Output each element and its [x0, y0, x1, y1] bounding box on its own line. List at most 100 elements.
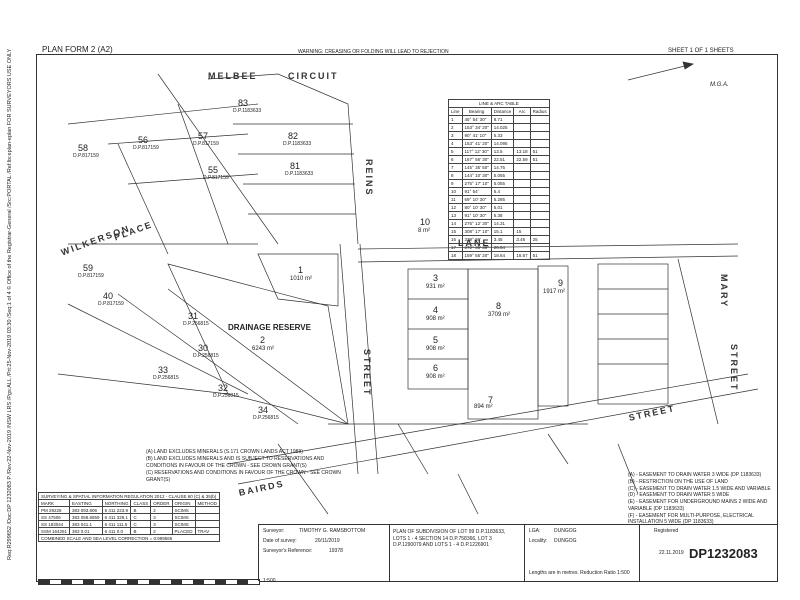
dp-lot: 83	[238, 98, 249, 108]
arc-cell: 3.45	[490, 235, 515, 244]
reserve-area: 6243 m²	[252, 346, 275, 352]
survey-cell: 6 411 0.0	[101, 527, 132, 535]
survey-cell: C	[130, 513, 152, 521]
arc-cell: 22.51	[490, 155, 515, 164]
arc-cell: 153° 41' 20"	[461, 139, 492, 148]
arc-cell	[513, 179, 531, 188]
arc-cell: 1	[448, 115, 463, 124]
dp-ref: D.P.256815	[213, 393, 239, 399]
arc-cell: 91° 54'	[461, 187, 492, 196]
arc-cell: 6	[448, 155, 463, 164]
arc-cell: 5.01	[490, 203, 515, 212]
arc-cell: 69° 10' 30"	[461, 195, 492, 204]
survey-cell: 6 411 111.5	[101, 520, 132, 528]
survey-cell: 6 411 329.1	[101, 513, 132, 521]
arc-cell: 2	[448, 123, 463, 132]
arc-cell: 14.025	[490, 123, 515, 132]
dp-ref: D.P.1183633	[285, 171, 314, 177]
title-block: Surveyor: TIMOTHY G. RAMSBOTTOM Date of …	[258, 524, 777, 581]
dp-lot: 33	[158, 365, 169, 375]
registered-label: Registered	[654, 528, 679, 534]
dp-ref: D.P.256815	[253, 415, 279, 421]
arc-cell: 5.33	[490, 131, 515, 140]
arc-cell: 14.75	[490, 163, 515, 172]
arc-cell: 8	[448, 171, 463, 180]
arc-cell: 5.055	[490, 171, 515, 180]
ref-label: Surveyor's Reference:	[263, 548, 313, 554]
arc-header: Arc	[513, 107, 531, 116]
arc-header: Radius	[529, 107, 550, 116]
lot-7-area: 894 m²	[474, 404, 493, 410]
survey-cell: 383 093.806	[69, 506, 103, 514]
arc-cell: 10	[448, 187, 463, 196]
note-item: (A) LAND EXCLUDES MINERALS (S.171 CROWN …	[146, 449, 303, 455]
arc-cell: 12	[448, 203, 463, 212]
arc-cell: 16	[448, 235, 463, 244]
arc-cell: 51	[529, 147, 550, 156]
arc-cell: 5	[448, 147, 463, 156]
lot-9-area: 1917 m²	[543, 289, 566, 295]
lot-5-number: 5	[433, 335, 439, 345]
arc-cell: 308° 17' 10"	[461, 227, 492, 236]
street-reins-lower: STREET	[362, 349, 372, 397]
dp-lot: 81	[290, 161, 301, 171]
lot-4-area: 908 m²	[426, 316, 445, 322]
survey-cell: 383 041.1	[69, 520, 103, 528]
survey-header: NORTHING	[101, 499, 132, 507]
survey-cell: 6 411 223.9	[101, 506, 132, 514]
lot-8-area: 3709 m²	[488, 312, 511, 318]
arc-cell: 159° 55' 20"	[461, 251, 492, 260]
survey-header: EASTING	[69, 499, 103, 507]
street-reins: REINS	[364, 159, 374, 197]
title-divider	[389, 525, 390, 581]
plan-linework	[57, 61, 759, 515]
reserve-number: 2	[260, 335, 266, 345]
survey-cell	[194, 513, 221, 521]
warning-text: WARNING: CREASING OR FOLDING WILL LEAD T…	[298, 49, 449, 55]
dp-ref: D.P.817159	[133, 145, 159, 151]
arc-cell: 14.31	[490, 219, 515, 228]
arc-cell	[513, 203, 531, 212]
note-item: (C) RESERVATIONS AND CONDITIONS IN FAVOU…	[146, 470, 341, 483]
dp-ref: D.P.817159	[73, 153, 99, 159]
arc-cell: 26.64	[490, 243, 515, 252]
arc-cell	[529, 171, 550, 180]
arc-cell: 272° 35' 30"	[461, 243, 492, 252]
scale-bar	[38, 579, 260, 585]
survey-cell: TRAV	[194, 527, 221, 535]
dp-lot: 40	[103, 291, 114, 301]
arc-cell: 11	[448, 195, 463, 204]
arc-cell: 3.46	[513, 235, 531, 244]
arc-cell: 167° 56' 30"	[461, 155, 492, 164]
title-divider	[524, 525, 525, 581]
lot-8-number: 8	[496, 301, 502, 311]
dp-ref: D.P.817159	[193, 141, 219, 147]
arc-cell: 25	[529, 235, 550, 244]
arc-cell: 45° 54' 30"	[461, 115, 492, 124]
survey-cell: SSM 164251	[37, 527, 71, 535]
arc-cell: 8.71	[490, 115, 515, 124]
arc-header: Distance	[490, 107, 515, 116]
lot-10-number: 10	[420, 217, 431, 227]
date-label: Date of survey:	[263, 538, 297, 544]
dp-lot: 82	[288, 131, 299, 141]
arc-cell: 275° 12' 30"	[461, 219, 492, 228]
survey-cell: PLACED	[171, 527, 196, 535]
dp-lot: 55	[208, 165, 219, 175]
arc-cell	[513, 187, 531, 196]
title-divider	[639, 525, 640, 581]
lga-value: DUNGOG	[554, 528, 577, 534]
note-item: (B) LAND EXCLUDES MINERALS AND IS SUBJEC…	[146, 456, 325, 469]
